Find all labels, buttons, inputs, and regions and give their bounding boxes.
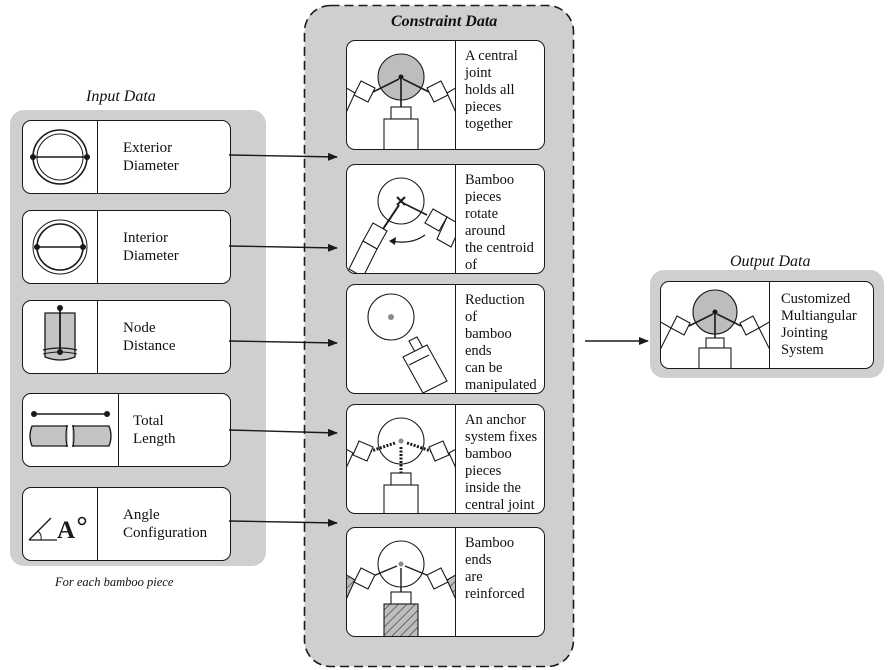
- rotation-icon: [347, 165, 456, 273]
- total-length-label: Total Length: [133, 413, 176, 447]
- jointing-system-label: Customized Multiangular Jointing System: [781, 291, 857, 358]
- node-distance-label: Node Distance: [123, 320, 176, 354]
- input-data-caption: For each bamboo piece: [55, 575, 174, 589]
- input-data-title: Input Data: [86, 88, 156, 105]
- total-length-icon: [23, 394, 119, 466]
- central-joint-label: A central joint holds all pieces togethe…: [465, 48, 518, 132]
- interior-diameter-icon: [23, 211, 98, 283]
- jointing-system-icon: [661, 282, 770, 368]
- input-card-exterior-diameter: Exterior Diameter: [22, 120, 231, 194]
- reinforced-ends-label: Bamboo ends are reinforced: [465, 535, 525, 602]
- constraint-card-anchor-system: An anchor system fixes bamboo pieces ins…: [346, 404, 545, 514]
- output-data-title: Output Data: [730, 253, 811, 270]
- input-card-total-length: Total Length: [22, 393, 231, 467]
- reinforced-ends-icon: [347, 528, 456, 636]
- output-card-jointing-system: Customized Multiangular Jointing System: [660, 281, 874, 369]
- interior-diameter-label: Interior Diameter: [123, 230, 179, 264]
- input-card-interior-diameter: Interior Diameter: [22, 210, 231, 284]
- constraint-card-central-joint: A central joint holds all pieces togethe…: [346, 40, 545, 150]
- constraint-card-reinforced-ends: Bamboo ends are reinforced: [346, 527, 545, 637]
- constraint-card-reduction: Reduction of bamboo ends can be manipula…: [346, 284, 545, 394]
- input-card-node-distance: Node Distance: [22, 300, 231, 374]
- angle-configuration-label: Angle Configuration: [123, 507, 208, 541]
- rotation-label: Bamboo pieces rotate around the centroid…: [465, 172, 534, 273]
- node-distance-icon: [23, 301, 98, 373]
- angle-icon: A: [23, 488, 98, 560]
- anchor-system-icon: [347, 405, 456, 513]
- central-joint-icon: [347, 41, 456, 149]
- anchor-system-label: An anchor system fixes bamboo pieces ins…: [465, 412, 538, 513]
- constraint-card-rotation: Bamboo pieces rotate around the centroid…: [346, 164, 545, 274]
- exterior-diameter-icon: [23, 121, 98, 193]
- input-card-angle-configuration: A Angle Configuration: [22, 487, 231, 561]
- constraint-data-title: Constraint Data: [391, 13, 498, 30]
- reduction-icon: [347, 285, 456, 393]
- exterior-diameter-label: Exterior Diameter: [123, 140, 179, 174]
- reduction-label: Reduction of bamboo ends can be manipula…: [465, 292, 537, 393]
- angle-symbol-text: A: [57, 517, 75, 544]
